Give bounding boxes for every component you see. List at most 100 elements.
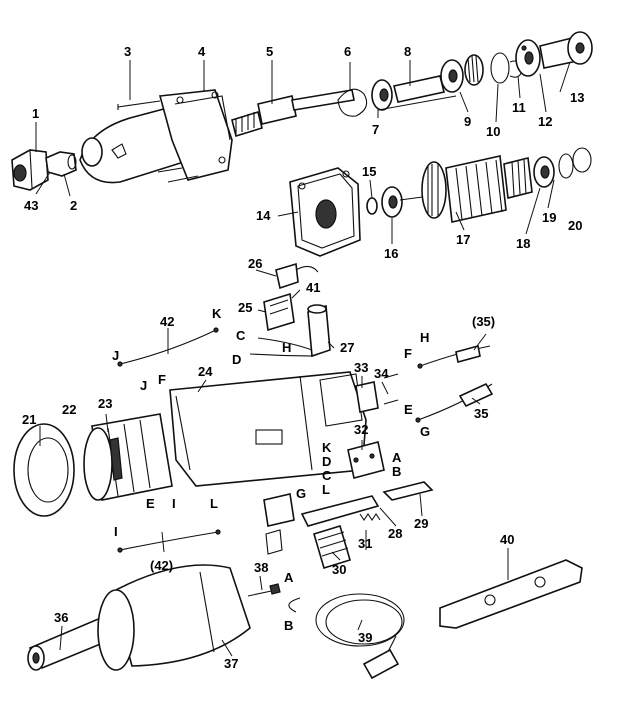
- wire-G-lead: G: [420, 424, 430, 439]
- wire-E-lead: E: [404, 402, 413, 417]
- label-41: 41: [306, 280, 320, 295]
- label-42-paren: (42): [150, 558, 173, 573]
- motor-cover-37-part: [97, 564, 251, 671]
- wire-K-switch: K: [322, 440, 332, 455]
- label-4: 4: [198, 44, 206, 59]
- wire-G-switch: G: [296, 486, 306, 501]
- label-34: 34: [374, 366, 389, 381]
- label-32: 32: [354, 422, 368, 437]
- label-35-paren: (35): [472, 314, 495, 329]
- label-26: 26: [248, 256, 262, 271]
- wire-H-lead: H: [420, 330, 429, 345]
- bearing-9-part: [440, 54, 484, 93]
- ring-19-part: [558, 153, 574, 179]
- wire-L-bottom: L: [210, 496, 218, 511]
- bearing-18-part: [533, 156, 555, 188]
- wire-A-cord: A: [284, 570, 294, 585]
- leader-lines: [35, 60, 571, 657]
- label-13: 13: [570, 90, 584, 105]
- shaft-8-part: [393, 75, 445, 103]
- wire-E-housing: E: [146, 496, 155, 511]
- label-8: 8: [404, 44, 411, 59]
- switch-32-part: [347, 441, 385, 479]
- label-29: 29: [414, 516, 428, 531]
- wire-letter-labels: J K C D H H F E G J F E I K D C L A B G …: [112, 306, 430, 633]
- wire-A-switch: A: [392, 450, 402, 465]
- cable-bridge-42-bottom-part: [117, 529, 221, 553]
- label-21: 21: [22, 412, 36, 427]
- label-22: 22: [62, 402, 76, 417]
- label-31: 31: [358, 536, 372, 551]
- wire-F-lead: F: [404, 346, 412, 361]
- spindle-part: [231, 89, 355, 138]
- slide-30-part: [313, 524, 351, 570]
- snap-ring-10-part: [490, 52, 510, 84]
- wire-B-cord: B: [284, 618, 293, 633]
- wire-C-top: C: [236, 328, 246, 343]
- label-38: 38: [254, 560, 268, 575]
- bearing-16-part: [381, 186, 403, 218]
- label-30: 30: [332, 562, 346, 577]
- wire-H-top: H: [282, 340, 291, 355]
- capacitor-27-part: [249, 304, 331, 358]
- label-33: 33: [354, 360, 368, 375]
- bearing-7-part: [371, 79, 393, 111]
- label-2: 2: [70, 198, 77, 213]
- spanner-40-part: [439, 559, 583, 629]
- label-10: 10: [486, 124, 500, 139]
- wire-J-housing: J: [140, 378, 147, 393]
- screw-38-part: [247, 583, 281, 597]
- label-35: 35: [474, 406, 488, 421]
- label-16: 16: [384, 246, 398, 261]
- label-6: 6: [344, 44, 351, 59]
- label-37: 37: [224, 656, 238, 671]
- label-3: 3: [124, 44, 131, 59]
- wire-F-housing: F: [158, 372, 166, 387]
- cable-bridge-42-top-part: [117, 327, 219, 367]
- wire-L-switch: L: [322, 482, 330, 497]
- label-7: 7: [372, 122, 379, 137]
- field-coil-23-part: [83, 413, 173, 501]
- wire-D-top: D: [232, 352, 241, 367]
- power-cord-39-part: [288, 593, 405, 680]
- label-15: 15: [362, 164, 376, 179]
- label-43: 43: [24, 198, 38, 213]
- wire-D-switch: D: [322, 454, 331, 469]
- label-42: 42: [160, 314, 174, 329]
- label-20: 20: [568, 218, 582, 233]
- label-39: 39: [358, 630, 372, 645]
- label-14: 14: [256, 208, 271, 223]
- wire-J-top: J: [112, 348, 119, 363]
- label-1: 1: [32, 106, 39, 121]
- brush-26-part: [275, 262, 319, 290]
- wire-I-housing: I: [172, 496, 176, 511]
- switch-rod-29-part: [382, 481, 434, 501]
- spring-clip-part: [337, 88, 368, 117]
- part-number-labels: 1 43 2 3 4 5 6 7 8 9 10 11 12 13 14 15 1…: [22, 44, 584, 671]
- baffle-21-part: [13, 423, 75, 517]
- label-40: 40: [500, 532, 514, 547]
- washer-15-part: [366, 197, 378, 215]
- ring-20-part: [572, 147, 592, 173]
- spring-31-part: [359, 513, 381, 521]
- switch-lever-28-part: [300, 495, 380, 527]
- switch-part-G: [263, 493, 295, 555]
- label-12: 12: [538, 114, 552, 129]
- label-28: 28: [388, 526, 402, 541]
- gear-housing-part: [79, 89, 233, 184]
- label-19: 19: [542, 210, 556, 225]
- label-24: 24: [198, 364, 213, 379]
- label-23: 23: [98, 396, 112, 411]
- label-17: 17: [456, 232, 470, 247]
- label-11: 11: [512, 100, 526, 115]
- brush-holder-25-part: [263, 292, 295, 332]
- label-27: 27: [340, 340, 354, 355]
- lead-35-top-part: [417, 345, 491, 369]
- screw-33-34-part: [355, 373, 399, 413]
- wire-C-switch: C: [322, 468, 332, 483]
- motor-housing-24-part: [169, 371, 367, 487]
- wire-B-switch: B: [392, 464, 401, 479]
- flange-12-part: [515, 39, 541, 77]
